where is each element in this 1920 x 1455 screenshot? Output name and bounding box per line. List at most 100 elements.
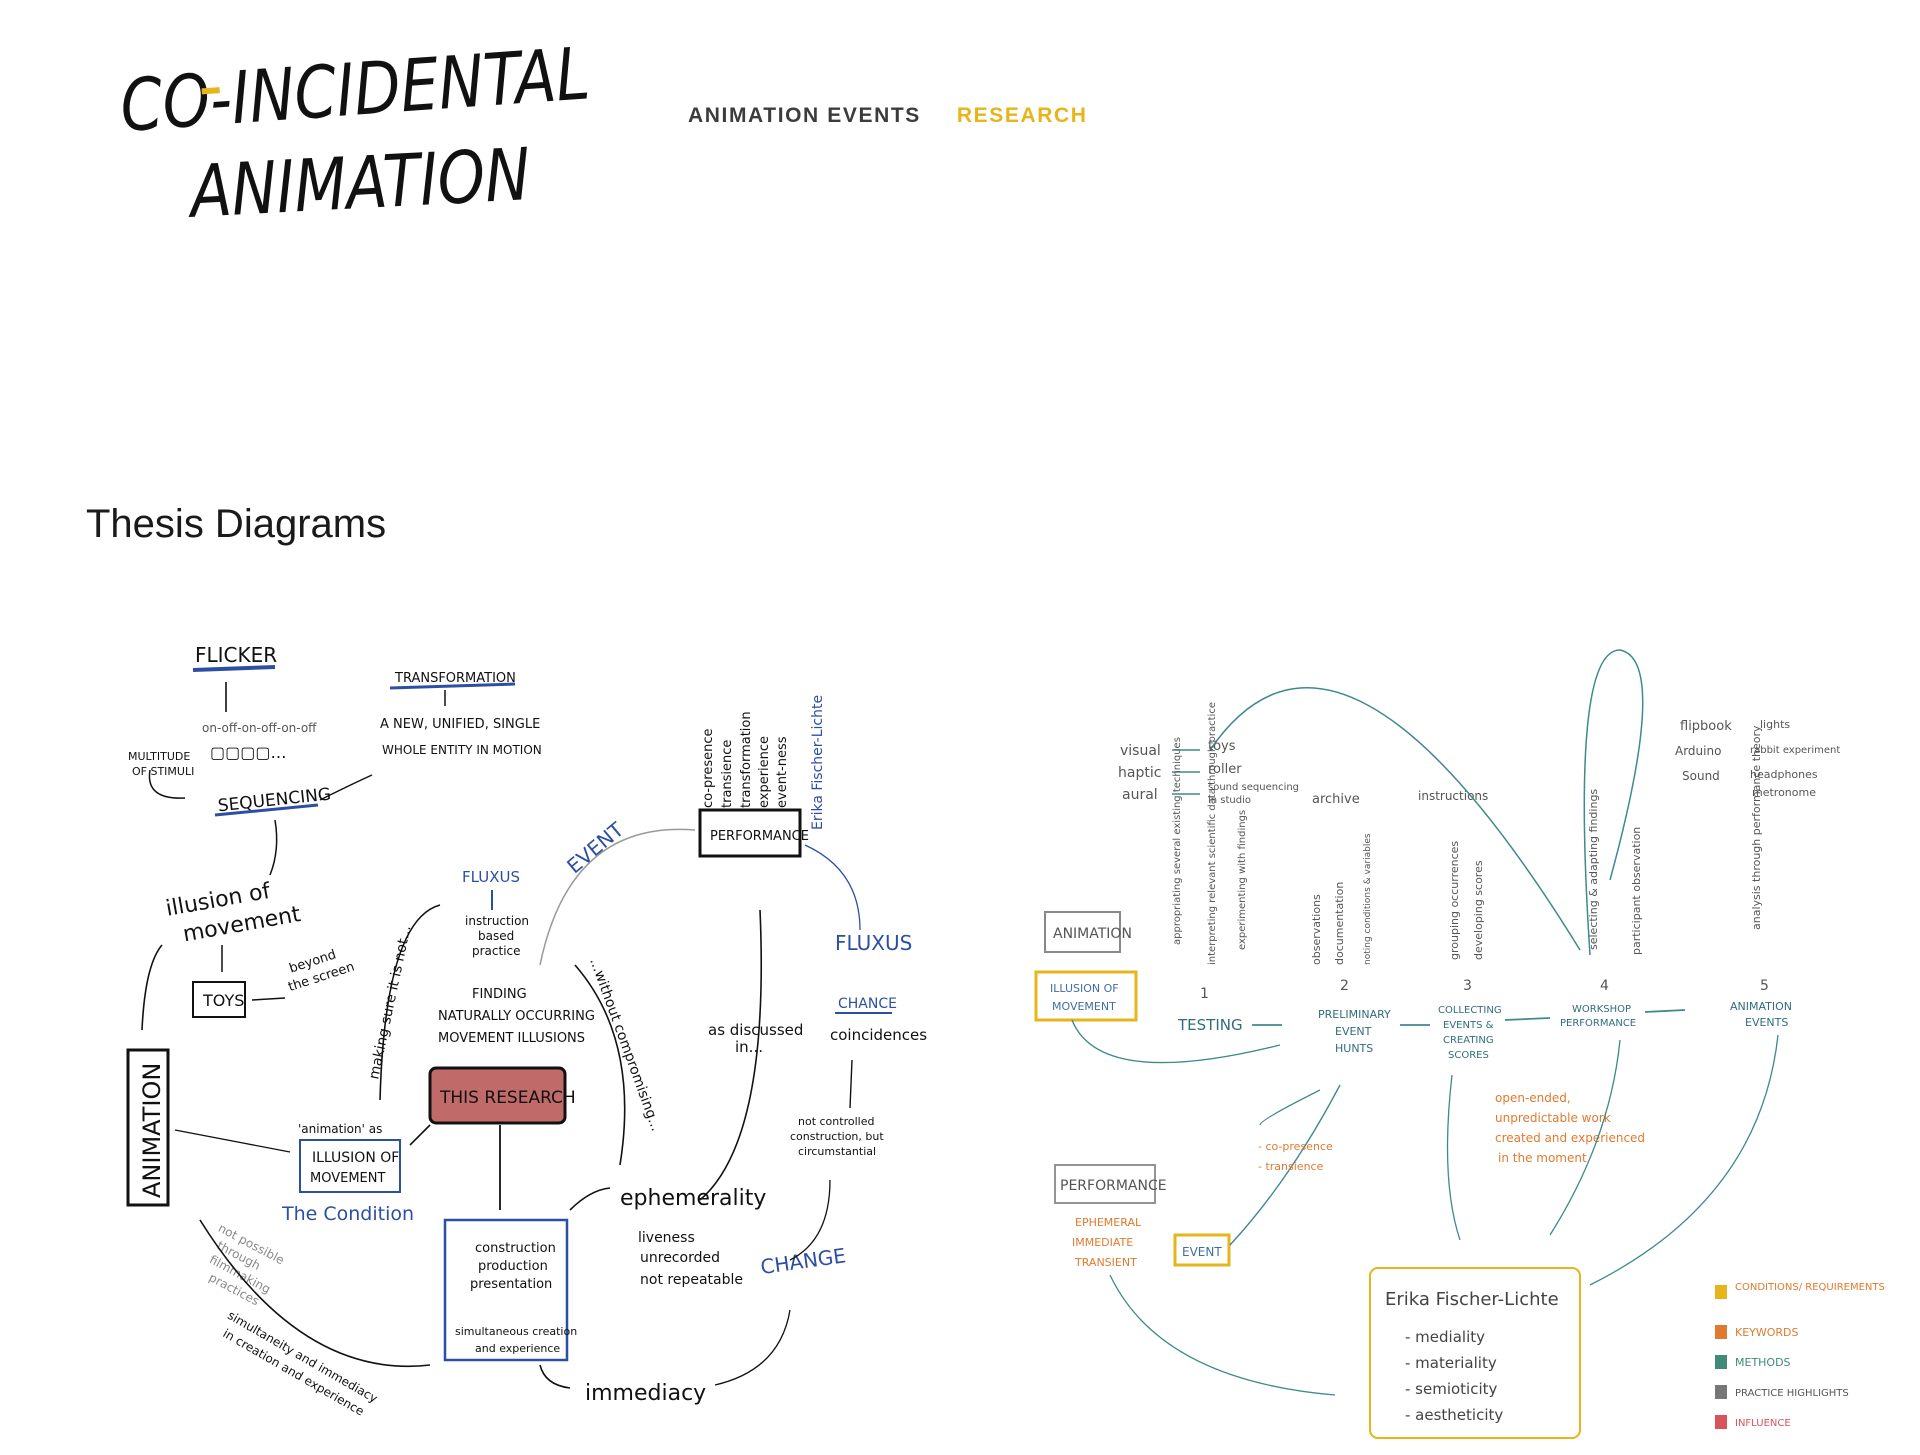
d1-onoff: on-off-on-off-on-off xyxy=(202,721,317,735)
d1-illusion-box xyxy=(299,1139,401,1193)
d1-connector xyxy=(174,1129,291,1153)
d2-v4: observations xyxy=(1310,894,1323,965)
d1-construction-box xyxy=(443,1218,569,1362)
d2-arrow xyxy=(1644,1009,1686,1013)
d1-new-unified: A NEW, UNIFIED, SINGLE xyxy=(380,717,540,732)
d1-ephemerality: ephemerality xyxy=(620,1186,766,1211)
d2-n5: 5 xyxy=(1760,978,1769,994)
d2-roller: roller xyxy=(1208,762,1242,777)
d1-connector xyxy=(539,828,696,966)
d1-condition: The Condition xyxy=(281,1203,414,1225)
d1-connector xyxy=(714,1309,791,1386)
d2-collect2: EVENTS & xyxy=(1443,1020,1494,1031)
d1-multitude: MULTITUDE xyxy=(128,750,190,763)
d1-this-research: THIS RESEARCH xyxy=(439,1088,576,1108)
d2-v7: grouping occurrences xyxy=(1448,841,1461,960)
d2-transience: - transience xyxy=(1258,1160,1324,1173)
d2-legend: CONDITIONS/ REQUIREMENTS KEYWORDS METHOD… xyxy=(1715,1282,1885,1429)
d2-n1: 1 xyxy=(1200,986,1209,1002)
d2-v3: experimenting with findings xyxy=(1237,810,1248,950)
nav-research[interactable]: RESEARCH xyxy=(956,104,1088,127)
d1-transformation: TRANSFORMATION xyxy=(394,671,516,686)
main-nav: ANIMATION EVENTS RESEARCH xyxy=(688,104,1088,128)
d2-erika: Erika Fischer-Lichte xyxy=(1385,1289,1559,1310)
d1-illusion-box1: ILLUSION OF xyxy=(312,1150,399,1166)
d1-underline xyxy=(214,803,319,817)
d1-toys-box xyxy=(192,981,246,1018)
d1-arrow xyxy=(148,769,186,799)
d2-arrow xyxy=(1504,1017,1551,1021)
d2-connector xyxy=(1549,1039,1621,1236)
d2-aural: aural xyxy=(1122,787,1158,803)
d2-sound-seq2: in studio xyxy=(1208,795,1251,806)
d1-transformation-v: transformation xyxy=(739,711,754,808)
d1-anim-as: 'animation' as xyxy=(298,1122,382,1136)
d1-toys: TOYS xyxy=(202,991,244,1010)
nav-animation-events[interactable]: ANIMATION EVENTS xyxy=(688,104,921,127)
d2-archive: archive xyxy=(1312,792,1360,807)
d2-flipbook: flipbook xyxy=(1680,719,1732,734)
thesis-diagram-1[interactable]: FLICKER on-off-on-off-on-off ▢▢▢▢… MULTI… xyxy=(0,620,960,1455)
d1-finding2: NATURALLY OCCURRING xyxy=(438,1009,595,1024)
d1-arrow xyxy=(379,904,441,1101)
d2-mediality: - mediality xyxy=(1405,1328,1485,1346)
d2-v2: interpreting relevant scientific data th… xyxy=(1207,702,1218,965)
d2-instructions: instructions xyxy=(1418,789,1488,803)
d1-stimuli: OF STIMULI xyxy=(132,765,194,778)
d2-haptic: haptic xyxy=(1118,765,1161,781)
d2-event-box xyxy=(1173,1233,1231,1267)
page-title: Thesis Diagrams xyxy=(86,502,387,546)
d2-collect3: CREATING xyxy=(1443,1035,1494,1046)
site-logo[interactable]: CO-INCIDENTAL ANIMATION xyxy=(110,30,610,230)
d2-anim-events2: EVENTS xyxy=(1745,1016,1788,1029)
d1-illusion-box2: MOVEMENT xyxy=(310,1171,385,1186)
d1-this-research-box xyxy=(428,1066,567,1125)
d2-lights: lights xyxy=(1760,718,1790,731)
d2-event: EVENT xyxy=(1182,1245,1222,1259)
d1-arrow xyxy=(199,1219,431,1367)
d2-animation: ANIMATION xyxy=(1053,926,1132,942)
d1-performance: PERFORMANCE xyxy=(710,829,809,844)
d2-materiality: - materiality xyxy=(1405,1354,1497,1372)
legend-label-conditions: CONDITIONS/ REQUIREMENTS xyxy=(1735,1282,1885,1293)
d1-arrow xyxy=(269,819,278,876)
d2-prelim2: EVENT xyxy=(1335,1025,1372,1038)
d2-connector xyxy=(1446,1074,1461,1241)
d2-v9: selecting & adapting findings xyxy=(1587,789,1600,950)
d2-prelim1: PRELIMINARY xyxy=(1318,1008,1391,1021)
d1-construction2: production xyxy=(478,1259,548,1274)
d2-workshop1: WORKSHOP xyxy=(1572,1004,1631,1015)
d1-not-repeatable: not repeatable xyxy=(640,1272,743,1288)
d1-flicker: FLICKER xyxy=(195,643,277,667)
d2-immediate: IMMEDIATE xyxy=(1072,1236,1133,1249)
d1-whole-entity: WHOLE ENTITY IN MOTION xyxy=(382,743,542,757)
d1-as-discussed2: in... xyxy=(735,1038,763,1056)
legend-swatch-keywords xyxy=(1715,1325,1727,1339)
d1-unrecorded: unrecorded xyxy=(640,1250,720,1266)
d1-chance: CHANCE xyxy=(838,996,897,1012)
d1-finding1: FINDING xyxy=(472,987,527,1002)
d2-rabbit: rabbit experiment xyxy=(1750,745,1840,756)
d2-transient: TRANSIENT xyxy=(1074,1256,1137,1269)
d2-arrow xyxy=(1229,1084,1341,1246)
logo-line2: ANIMATION xyxy=(185,132,532,230)
d1-not-controlled1: not controlled xyxy=(798,1115,874,1128)
legend-label-influence: INFLUENCE xyxy=(1735,1418,1791,1429)
d1-transience: transience xyxy=(720,740,735,808)
thesis-diagram-2[interactable]: visual haptic aural toys roller sound se… xyxy=(960,620,1920,1455)
d2-performance: PERFORMANCE xyxy=(1060,1178,1167,1194)
d1-making-sure: making sure it is not... xyxy=(366,924,414,1081)
d1-animation: ANIMATION xyxy=(138,1063,166,1198)
d2-erika-box xyxy=(1369,1267,1581,1439)
legend-label-practice: PRACTICE HIGHLIGHTS xyxy=(1735,1388,1849,1399)
d1-performance-box xyxy=(698,808,802,858)
d1-event-ness: event-ness xyxy=(775,736,790,808)
d1-as-discussed1: as discussed xyxy=(708,1021,803,1039)
d1-arrow xyxy=(319,774,373,801)
d2-aestheticity: - aestheticity xyxy=(1405,1406,1503,1424)
d2-animation-box xyxy=(1044,911,1121,953)
d2-arrow xyxy=(1209,687,1581,951)
d1-underline xyxy=(389,682,516,690)
legend-swatch-influence xyxy=(1715,1415,1727,1429)
d2-connector xyxy=(1109,1274,1336,1396)
